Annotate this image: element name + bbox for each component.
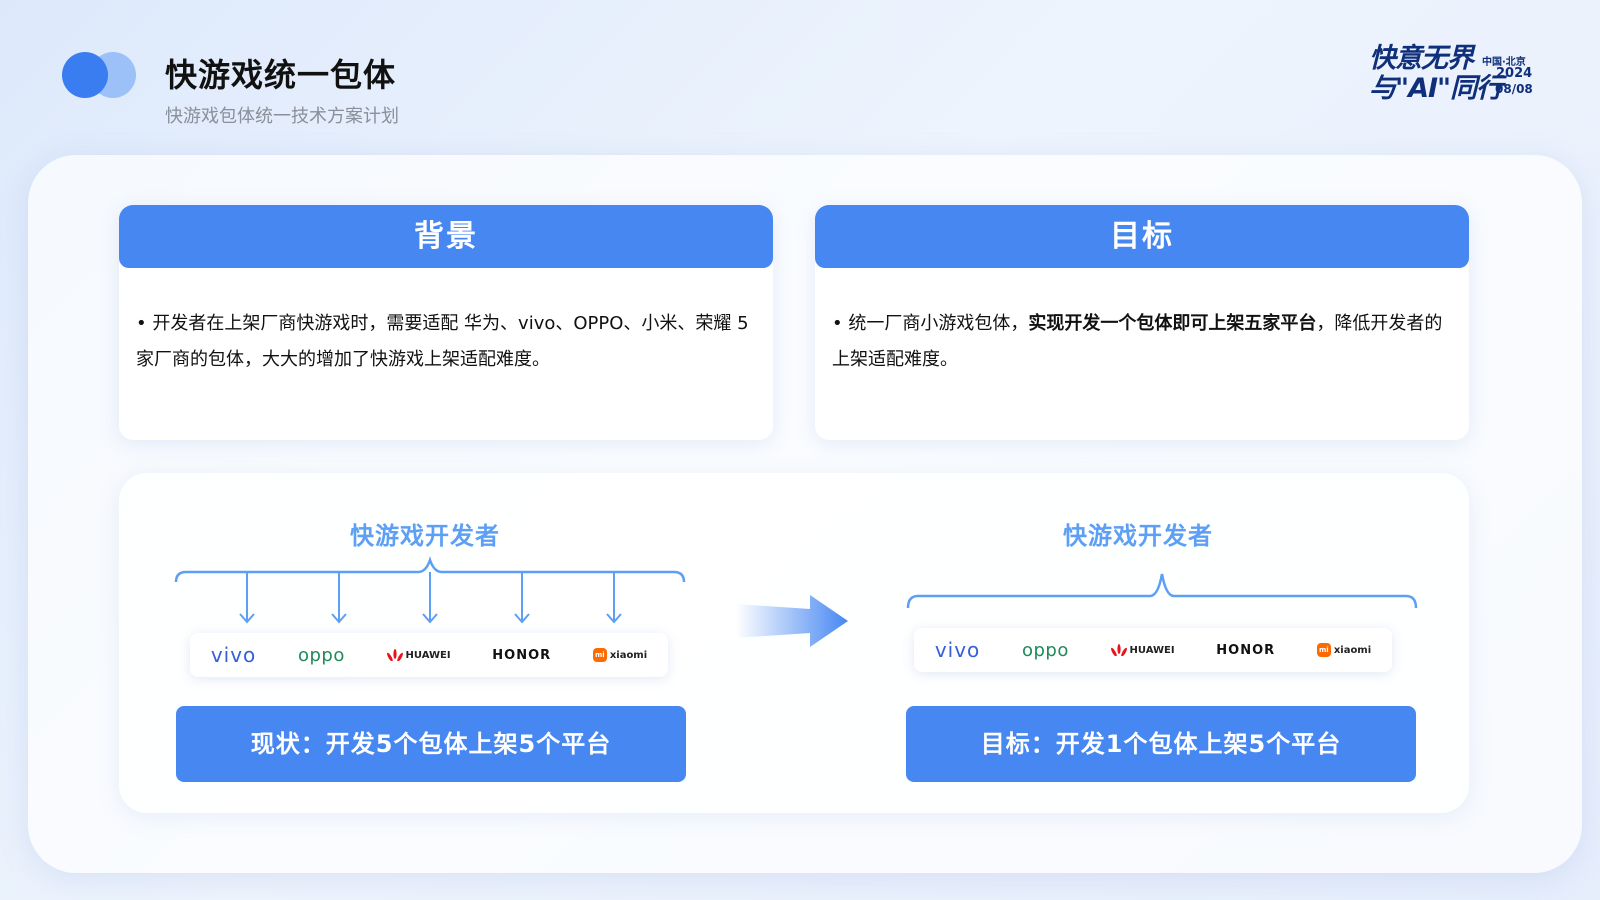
left-developer-label: 快游戏开发者 bbox=[350, 522, 500, 550]
honor-logo: HONOR bbox=[1216, 642, 1276, 658]
vivo-logo: vivo bbox=[210, 643, 257, 667]
goal-text-strong: 实现开发一个包体即可上架五家平台 bbox=[1028, 313, 1317, 334]
right-bracket bbox=[906, 573, 1418, 609]
goal-text-before: • 统一厂商小游戏包体， bbox=[832, 313, 1029, 334]
xiaomi-logo-text: xiaomi bbox=[609, 649, 648, 661]
vivo-logo: vivo bbox=[934, 638, 981, 662]
dot-primary bbox=[62, 52, 108, 98]
brand-line1: 快意无界 bbox=[1369, 43, 1474, 74]
current-status-banner: 现状：开发5个包体上架5个平台 bbox=[176, 706, 686, 782]
huawei-logo-text: HUAWEI bbox=[405, 649, 451, 661]
background-card-title: 背景 bbox=[119, 205, 773, 268]
background-card: 背景 • 开发者在上架厂商快游戏时，需要适配 华为、vivo、OPPO、小米、荣… bbox=[119, 205, 773, 440]
right-vendor-strip: vivo oppo HUAWEI HONOR mi xiaomi bbox=[914, 628, 1392, 672]
huawei-logo: HUAWEI bbox=[386, 649, 451, 661]
target-status-banner: 目标：开发1个包体上架5个平台 bbox=[906, 706, 1416, 782]
transition-arrow-icon bbox=[736, 595, 848, 647]
honor-logo: HONOR bbox=[492, 647, 552, 663]
oppo-logo: oppo bbox=[1021, 639, 1069, 661]
xiaomi-badge-icon: mi bbox=[592, 648, 607, 662]
brand-line2: 与"AI"同行 bbox=[1369, 73, 1503, 104]
xiaomi-logo: mi xiaomi bbox=[1316, 643, 1372, 657]
goal-text-after: ，降低开发者的上架适配难度。 bbox=[832, 313, 1443, 370]
huawei-flower-icon bbox=[386, 649, 403, 661]
right-developer-label: 快游戏开发者 bbox=[1063, 522, 1213, 550]
goal-card: 目标 • 统一厂商小游戏包体，实现开发一个包体即可上架五家平台，降低开发者的上架… bbox=[815, 205, 1469, 440]
oppo-logo: oppo bbox=[297, 644, 345, 666]
goal-card-title: 目标 bbox=[815, 205, 1469, 268]
huawei-flower-icon bbox=[1110, 644, 1127, 656]
goal-card-text: • 统一厂商小游戏包体，实现开发一个包体即可上架五家平台，降低开发者的上架适配难… bbox=[815, 268, 1469, 378]
left-bracket-arrows bbox=[174, 556, 686, 624]
page-subtitle: 快游戏包体统一技术方案计划 bbox=[165, 106, 399, 127]
brand-date: 08/08 bbox=[1495, 82, 1533, 96]
xiaomi-logo-text: xiaomi bbox=[1333, 644, 1372, 656]
brand-year: 2024 bbox=[1496, 66, 1533, 81]
huawei-logo: HUAWEI bbox=[1110, 644, 1175, 656]
brand-city: 中国·北京 bbox=[1482, 57, 1526, 68]
page-title: 快游戏统一包体 bbox=[165, 56, 397, 94]
brand-logo: 快意无界 与"AI"同行 中国·北京 2024 08/08 bbox=[1369, 36, 1544, 104]
background-card-text: • 开发者在上架厂商快游戏时，需要适配 华为、vivo、OPPO、小米、荣耀 5… bbox=[136, 313, 749, 370]
xiaomi-logo: mi xiaomi bbox=[592, 648, 648, 662]
left-vendor-strip: vivo oppo HUAWEI HONOR mi xiaomi bbox=[190, 633, 668, 677]
header-dots-icon bbox=[62, 50, 142, 98]
xiaomi-badge-icon: mi bbox=[1316, 643, 1331, 657]
huawei-logo-text: HUAWEI bbox=[1129, 644, 1175, 656]
